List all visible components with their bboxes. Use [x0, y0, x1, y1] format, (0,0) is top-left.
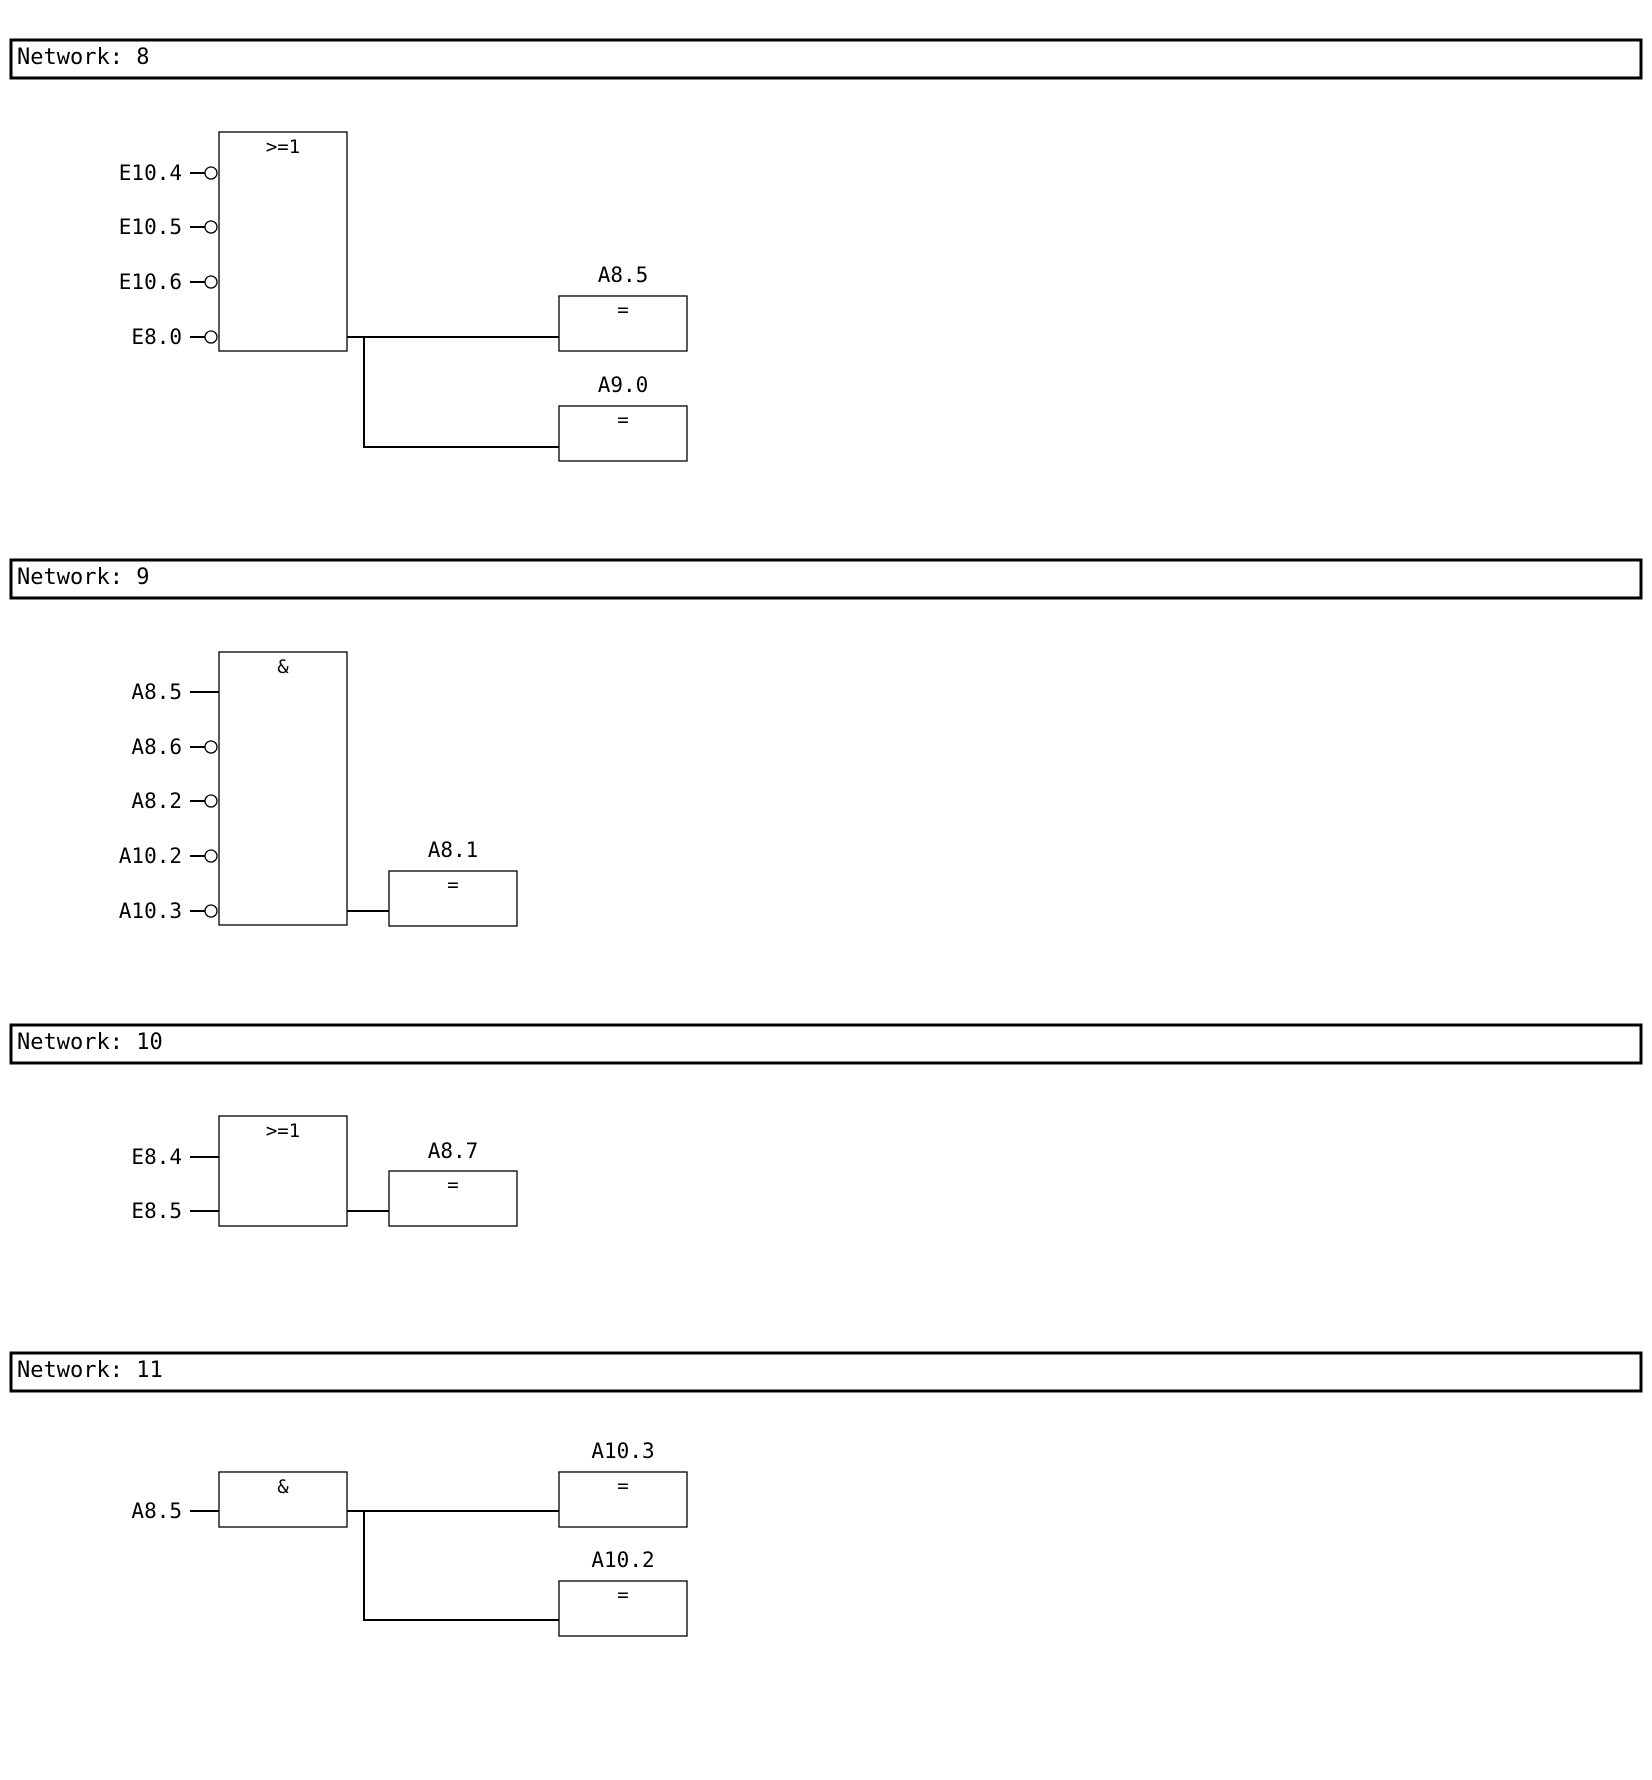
- network-11: Network: 11 & A8.5 A10.3 = A10.2 =: [9, 1351, 1643, 1637]
- negation-circle: [204, 740, 218, 754]
- gate-input-label: E10.4: [119, 161, 182, 185]
- branch-wire: [363, 337, 559, 448]
- gate-input-label: E10.6: [119, 270, 182, 294]
- branch-wire: [363, 1511, 559, 1621]
- coil-operator: =: [617, 1475, 628, 1497]
- assign-coil-box: [558, 1471, 688, 1528]
- assign-coil-box: [558, 405, 688, 462]
- coil-label: A10.2: [591, 1548, 654, 1572]
- gate-operator: &: [277, 1476, 289, 1498]
- coil-operator: =: [617, 1584, 628, 1606]
- coil-label: A9.0: [598, 373, 649, 397]
- network-header-box: [9, 1351, 1643, 1393]
- coil-label: A8.1: [428, 838, 479, 862]
- negation-circle: [204, 220, 218, 234]
- assign-coil-box: [558, 1580, 688, 1637]
- gate-input-label: A10.3: [119, 899, 182, 923]
- gate-input-label: A8.6: [131, 735, 182, 759]
- gate-operator: >=1: [266, 136, 300, 158]
- network-header-title: Network: 11: [17, 1358, 163, 1383]
- coil-operator: =: [617, 409, 628, 431]
- network-header-box: [9, 38, 1643, 80]
- gate-input-label: E8.0: [131, 325, 182, 349]
- gate-input-label: E8.5: [131, 1199, 182, 1223]
- or-gate-box: [218, 1115, 348, 1227]
- gate-input-label: A10.2: [119, 844, 182, 868]
- network-8: Network: 8 >=1 E10.4 E10.5 E10.6 E8.0 A8…: [9, 38, 1643, 462]
- network-header-title: Network: 9: [17, 565, 149, 590]
- gate-operator: >=1: [266, 1120, 300, 1142]
- gate-input-label: A8.5: [131, 680, 182, 704]
- negation-circle: [204, 330, 218, 344]
- negation-circle: [204, 904, 218, 918]
- assign-coil-box: [558, 295, 688, 352]
- negation-circle: [204, 275, 218, 289]
- negation-circle: [204, 794, 218, 808]
- network-10: Network: 10 >=1 E8.4 E8.5 A8.7 =: [9, 1023, 1643, 1227]
- network-header-title: Network: 8: [17, 45, 149, 70]
- gate-input-label: E10.5: [119, 215, 182, 239]
- network-header-title: Network: 10: [17, 1030, 163, 1055]
- negation-circle: [204, 849, 218, 863]
- network-9: Network: 9 & A8.5 A8.6 A8.2 A10.2 A10.3 …: [9, 558, 1643, 927]
- coil-label: A10.3: [591, 1439, 654, 1463]
- assign-coil-box: [388, 870, 518, 927]
- gate-input-label: A8.2: [131, 789, 182, 813]
- coil-label: A8.7: [428, 1139, 479, 1163]
- assign-coil-box: [388, 1170, 518, 1227]
- network-header-box: [9, 558, 1643, 600]
- coil-operator: =: [447, 874, 458, 896]
- and-gate-box: [218, 651, 348, 926]
- gate-input-label: A8.5: [131, 1499, 182, 1523]
- gate-operator: &: [277, 656, 289, 678]
- gate-input-label: E8.4: [131, 1145, 182, 1169]
- and-gate-box: [218, 1471, 348, 1528]
- coil-operator: =: [617, 299, 628, 321]
- or-gate-box: [218, 131, 348, 352]
- coil-operator: =: [447, 1174, 458, 1196]
- coil-label: A8.5: [598, 263, 649, 287]
- negation-circle: [204, 166, 218, 180]
- network-header-box: [9, 1023, 1643, 1065]
